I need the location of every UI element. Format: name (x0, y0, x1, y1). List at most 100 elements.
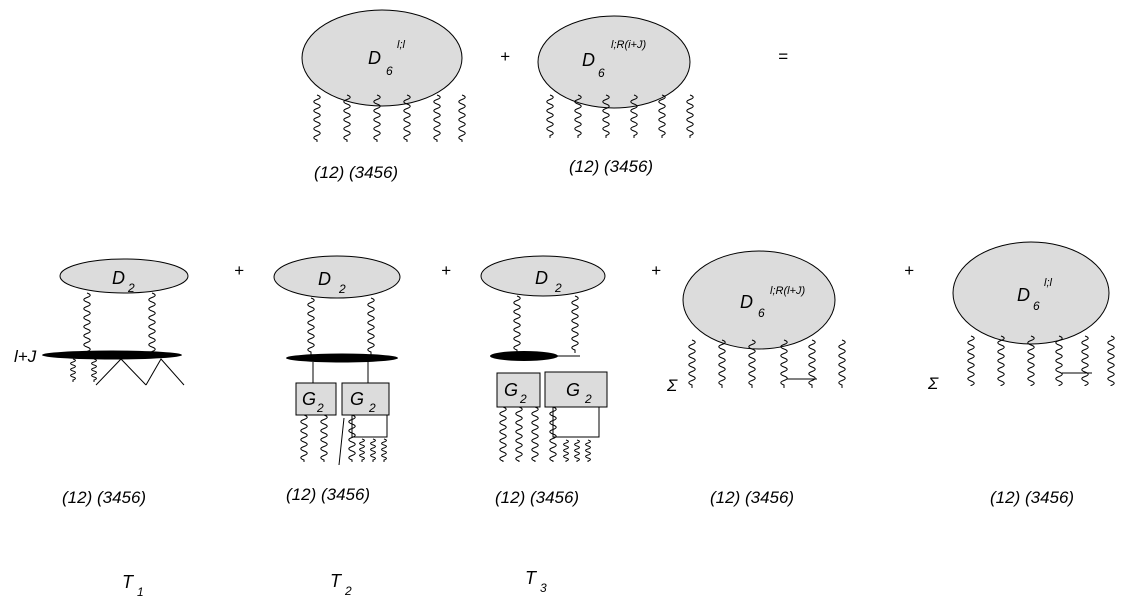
t3-g2-G: G (566, 380, 580, 400)
top-blob-2-leg-6 (686, 94, 694, 138)
top-blob-1-leg-5 (433, 94, 441, 142)
term-4-leg-2 (718, 339, 726, 388)
top-blob-2-sup: l;R(i+J) (611, 39, 646, 51)
term-4-leg-6 (838, 339, 846, 388)
top-equals: = (778, 47, 788, 66)
t2-small-legs (359, 438, 387, 462)
t2-g2-G: G (350, 389, 364, 409)
t3-lower-leg-2 (515, 406, 523, 462)
t2-blob-sub: 2 (338, 282, 346, 296)
term-5-sum: Σ (927, 374, 939, 393)
plus-2: + (441, 261, 451, 280)
term-5-leg-3 (1027, 335, 1035, 386)
term-t1: D 2 (42, 258, 189, 386)
t3-small-leg-1 (563, 439, 569, 462)
t2-small-leg-2 (370, 438, 376, 462)
t3-small-leg-3 (585, 439, 591, 462)
term-4-legs (688, 339, 846, 388)
t1-bar (42, 350, 182, 360)
t3-loop (552, 407, 600, 438)
t2-blob (273, 255, 401, 299)
caption-t3: (12) (3456) (495, 488, 579, 507)
term-5: D 6 l;l Σ (927, 241, 1115, 393)
t3-small-leg-2 (574, 439, 580, 462)
t1-upper-leg-2 (148, 292, 156, 352)
term-4-leg-4 (780, 339, 788, 388)
top-blob-1-sub: 6 (386, 64, 393, 78)
term-5-legs (967, 335, 1115, 386)
caption-t1: (12) (3456) (62, 488, 146, 507)
term-4-leg-5 (808, 339, 816, 388)
top-blob-2-legs (546, 94, 694, 138)
top-blob-1-leg-1 (313, 94, 321, 142)
t1-upper-legs (83, 292, 156, 352)
t2-upper-legs (307, 297, 375, 355)
t3-blob-D: D (535, 268, 548, 288)
caption-4: (12) (3456) (710, 488, 794, 507)
term-5-leg-1 (967, 335, 975, 386)
top-blob-2-leg-5 (658, 94, 666, 138)
t2-lower-legs (300, 414, 356, 462)
t3-upper-legs (513, 295, 579, 353)
t1-lower-leg-1 (70, 358, 76, 382)
top-blob-1-sup: l;l (397, 39, 406, 51)
top-blob-2-leg-3 (602, 94, 610, 138)
t3-g1-G: G (504, 380, 518, 400)
top-blob-2 (537, 15, 691, 109)
top-plus: + (500, 47, 510, 66)
t3-upper-leg-1 (513, 295, 521, 353)
top-caption-1: (12) (3456) (314, 163, 398, 182)
t2-upper-leg-1 (307, 297, 315, 355)
plus-4: + (904, 261, 914, 280)
t2-lower-leg-3 (348, 414, 356, 462)
t2-g-box-2 (341, 382, 390, 416)
caption-t2: (12) (3456) (286, 485, 370, 504)
term-5-leg-5 (1081, 335, 1089, 386)
t2-g1-sub: 2 (316, 401, 324, 415)
term-4-sub: 6 (758, 306, 765, 320)
term-4-leg-1 (688, 339, 696, 388)
term-4: D 6 l;R(l+J) Σ (666, 250, 846, 395)
t2-loop (351, 415, 388, 438)
top-blob-2-leg-4 (630, 94, 638, 138)
plus-1: + (234, 261, 244, 280)
t1-blob (59, 258, 189, 294)
top-blob-1-D: D (368, 48, 381, 68)
term-t3: D 2 G 2 G 2 (480, 255, 608, 462)
term-5-sup: l;l (1044, 277, 1053, 289)
side-label: l+J (14, 347, 37, 366)
top-term-2: D 6 l;R(i+J) (537, 15, 694, 138)
t2-blob-D: D (318, 269, 331, 289)
t1-tree-1 (95, 358, 147, 386)
t2-lower-leg-2 (320, 414, 328, 462)
t1-blob-sub: 2 (127, 281, 135, 295)
t1-lower-legs (70, 358, 97, 382)
t1-upper-leg-1 (83, 292, 91, 352)
top-blob-1-legs (313, 94, 466, 142)
t2-g2-sub: 2 (368, 401, 376, 415)
term-5-leg-6 (1107, 335, 1115, 386)
t3-label-sub: 3 (540, 581, 547, 595)
t2-label-sub: 2 (344, 584, 352, 598)
top-blob-1-leg-4 (403, 94, 411, 142)
term-4-sum: Σ (666, 376, 678, 395)
top-blob-1-leg-6 (458, 94, 466, 142)
top-blob-1 (301, 9, 463, 107)
t1-blob-D: D (112, 268, 125, 288)
t1-lower-leg-2 (91, 358, 97, 382)
top-blob-2-sub: 6 (598, 66, 605, 80)
t3-lower-leg-3 (531, 406, 539, 462)
t3-g1-sub: 2 (519, 392, 527, 406)
t3-lower-leg-1 (499, 406, 507, 462)
term-5-D: D (1017, 285, 1030, 305)
t2-small-leg-3 (381, 438, 387, 462)
term-5-leg-2 (997, 335, 1005, 386)
term-4-leg-3 (748, 339, 756, 388)
t3-bar (490, 351, 558, 361)
term-4-D: D (740, 292, 753, 312)
t2-label: T (330, 571, 343, 591)
plus-3: + (651, 261, 661, 280)
caption-5: (12) (3456) (990, 488, 1074, 507)
t2-upper-leg-2 (367, 297, 375, 355)
